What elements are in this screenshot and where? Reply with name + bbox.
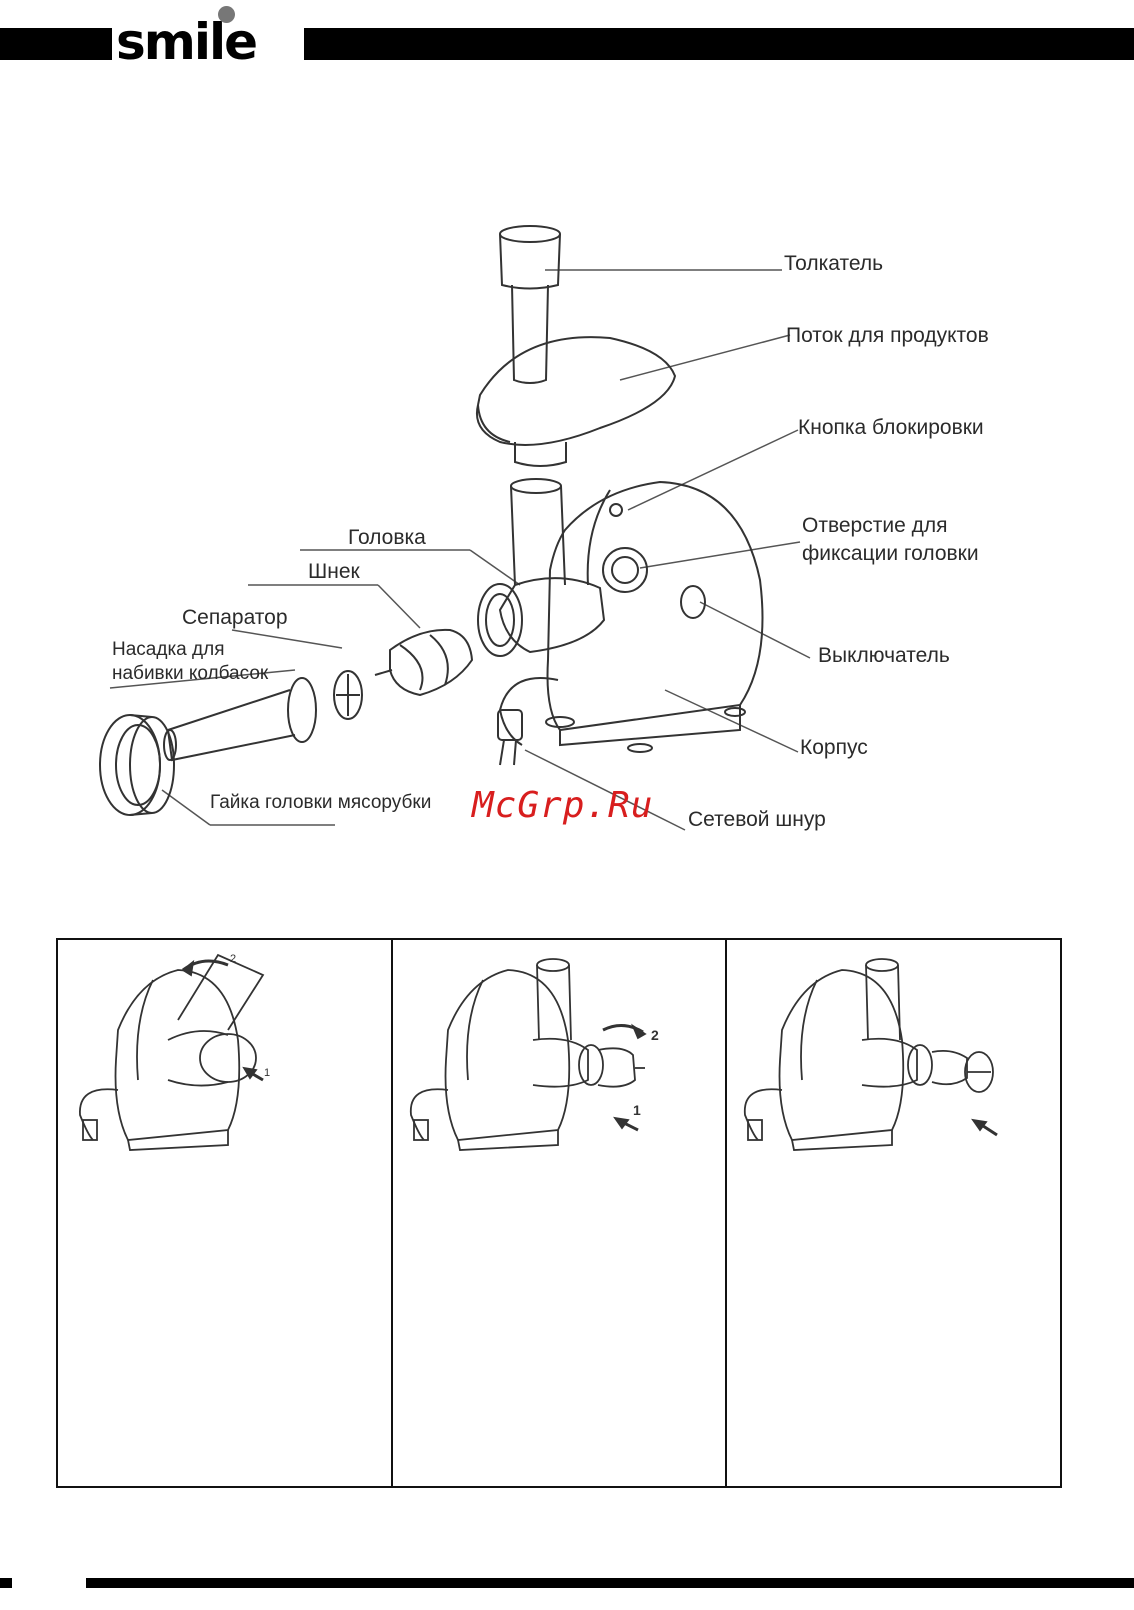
separator — [334, 671, 362, 719]
grinder-head — [478, 578, 604, 656]
label-separator: Сепаратор — [182, 606, 288, 630]
logo-text: smile — [116, 14, 256, 70]
label-tray: Поток для продуктов — [786, 324, 989, 348]
step-2-illustration: 2 1 — [393, 940, 727, 1190]
label-nut: Гайка головки мясорубки — [210, 791, 431, 815]
label-sausage-line1: Насадка для — [112, 638, 224, 662]
smile-logo: smile — [116, 10, 302, 66]
label-head-hole-line2: фиксации головки — [802, 542, 979, 566]
feed-tube — [511, 479, 565, 585]
assembly-steps: 2 1 2 1 — [56, 938, 1062, 1488]
logo-dot — [218, 6, 235, 23]
label-sausage-line2: набивки колбасок — [112, 662, 268, 686]
step-1-illustration: 2 1 — [58, 940, 392, 1190]
feed-tray — [477, 337, 675, 466]
header-bar-right — [304, 28, 1134, 60]
label-auger: Шнек — [308, 560, 360, 584]
step-2-marker-2: 2 — [651, 1027, 659, 1043]
label-cord: Сетевой шнур — [688, 808, 826, 832]
ring-nut — [100, 715, 174, 815]
header-bar-left — [0, 28, 112, 60]
step-3-illustration — [727, 940, 1061, 1190]
label-body: Корпус — [800, 736, 868, 760]
step-2-marker-1: 1 — [633, 1102, 641, 1118]
label-head-hole-line1: Отверстие для — [802, 514, 947, 538]
step-1-marker-2: 2 — [230, 953, 236, 965]
auger — [375, 630, 472, 695]
step-1-marker-1: 1 — [264, 1067, 270, 1079]
footer-bar — [86, 1578, 1134, 1588]
step-panel-2: 2 1 — [393, 940, 728, 1486]
meat-grinder-diagram: Толкатель Поток для продуктов Кнопка бло… — [0, 190, 1134, 870]
pusher — [500, 226, 560, 383]
footer-bar-small — [0, 1578, 12, 1588]
leader-lines — [110, 270, 810, 830]
label-head: Головка — [348, 526, 426, 550]
step-panel-1: 2 1 — [58, 940, 393, 1486]
sausage-nozzle — [164, 678, 316, 760]
watermark: McGrp.Ru — [472, 785, 653, 826]
label-lock-button: Кнопка блокировки — [798, 416, 984, 440]
label-switch: Выключатель — [818, 644, 950, 668]
step-panel-3 — [727, 940, 1060, 1486]
meat-grinder-drawing — [0, 190, 1134, 870]
label-pusher: Толкатель — [784, 252, 883, 276]
